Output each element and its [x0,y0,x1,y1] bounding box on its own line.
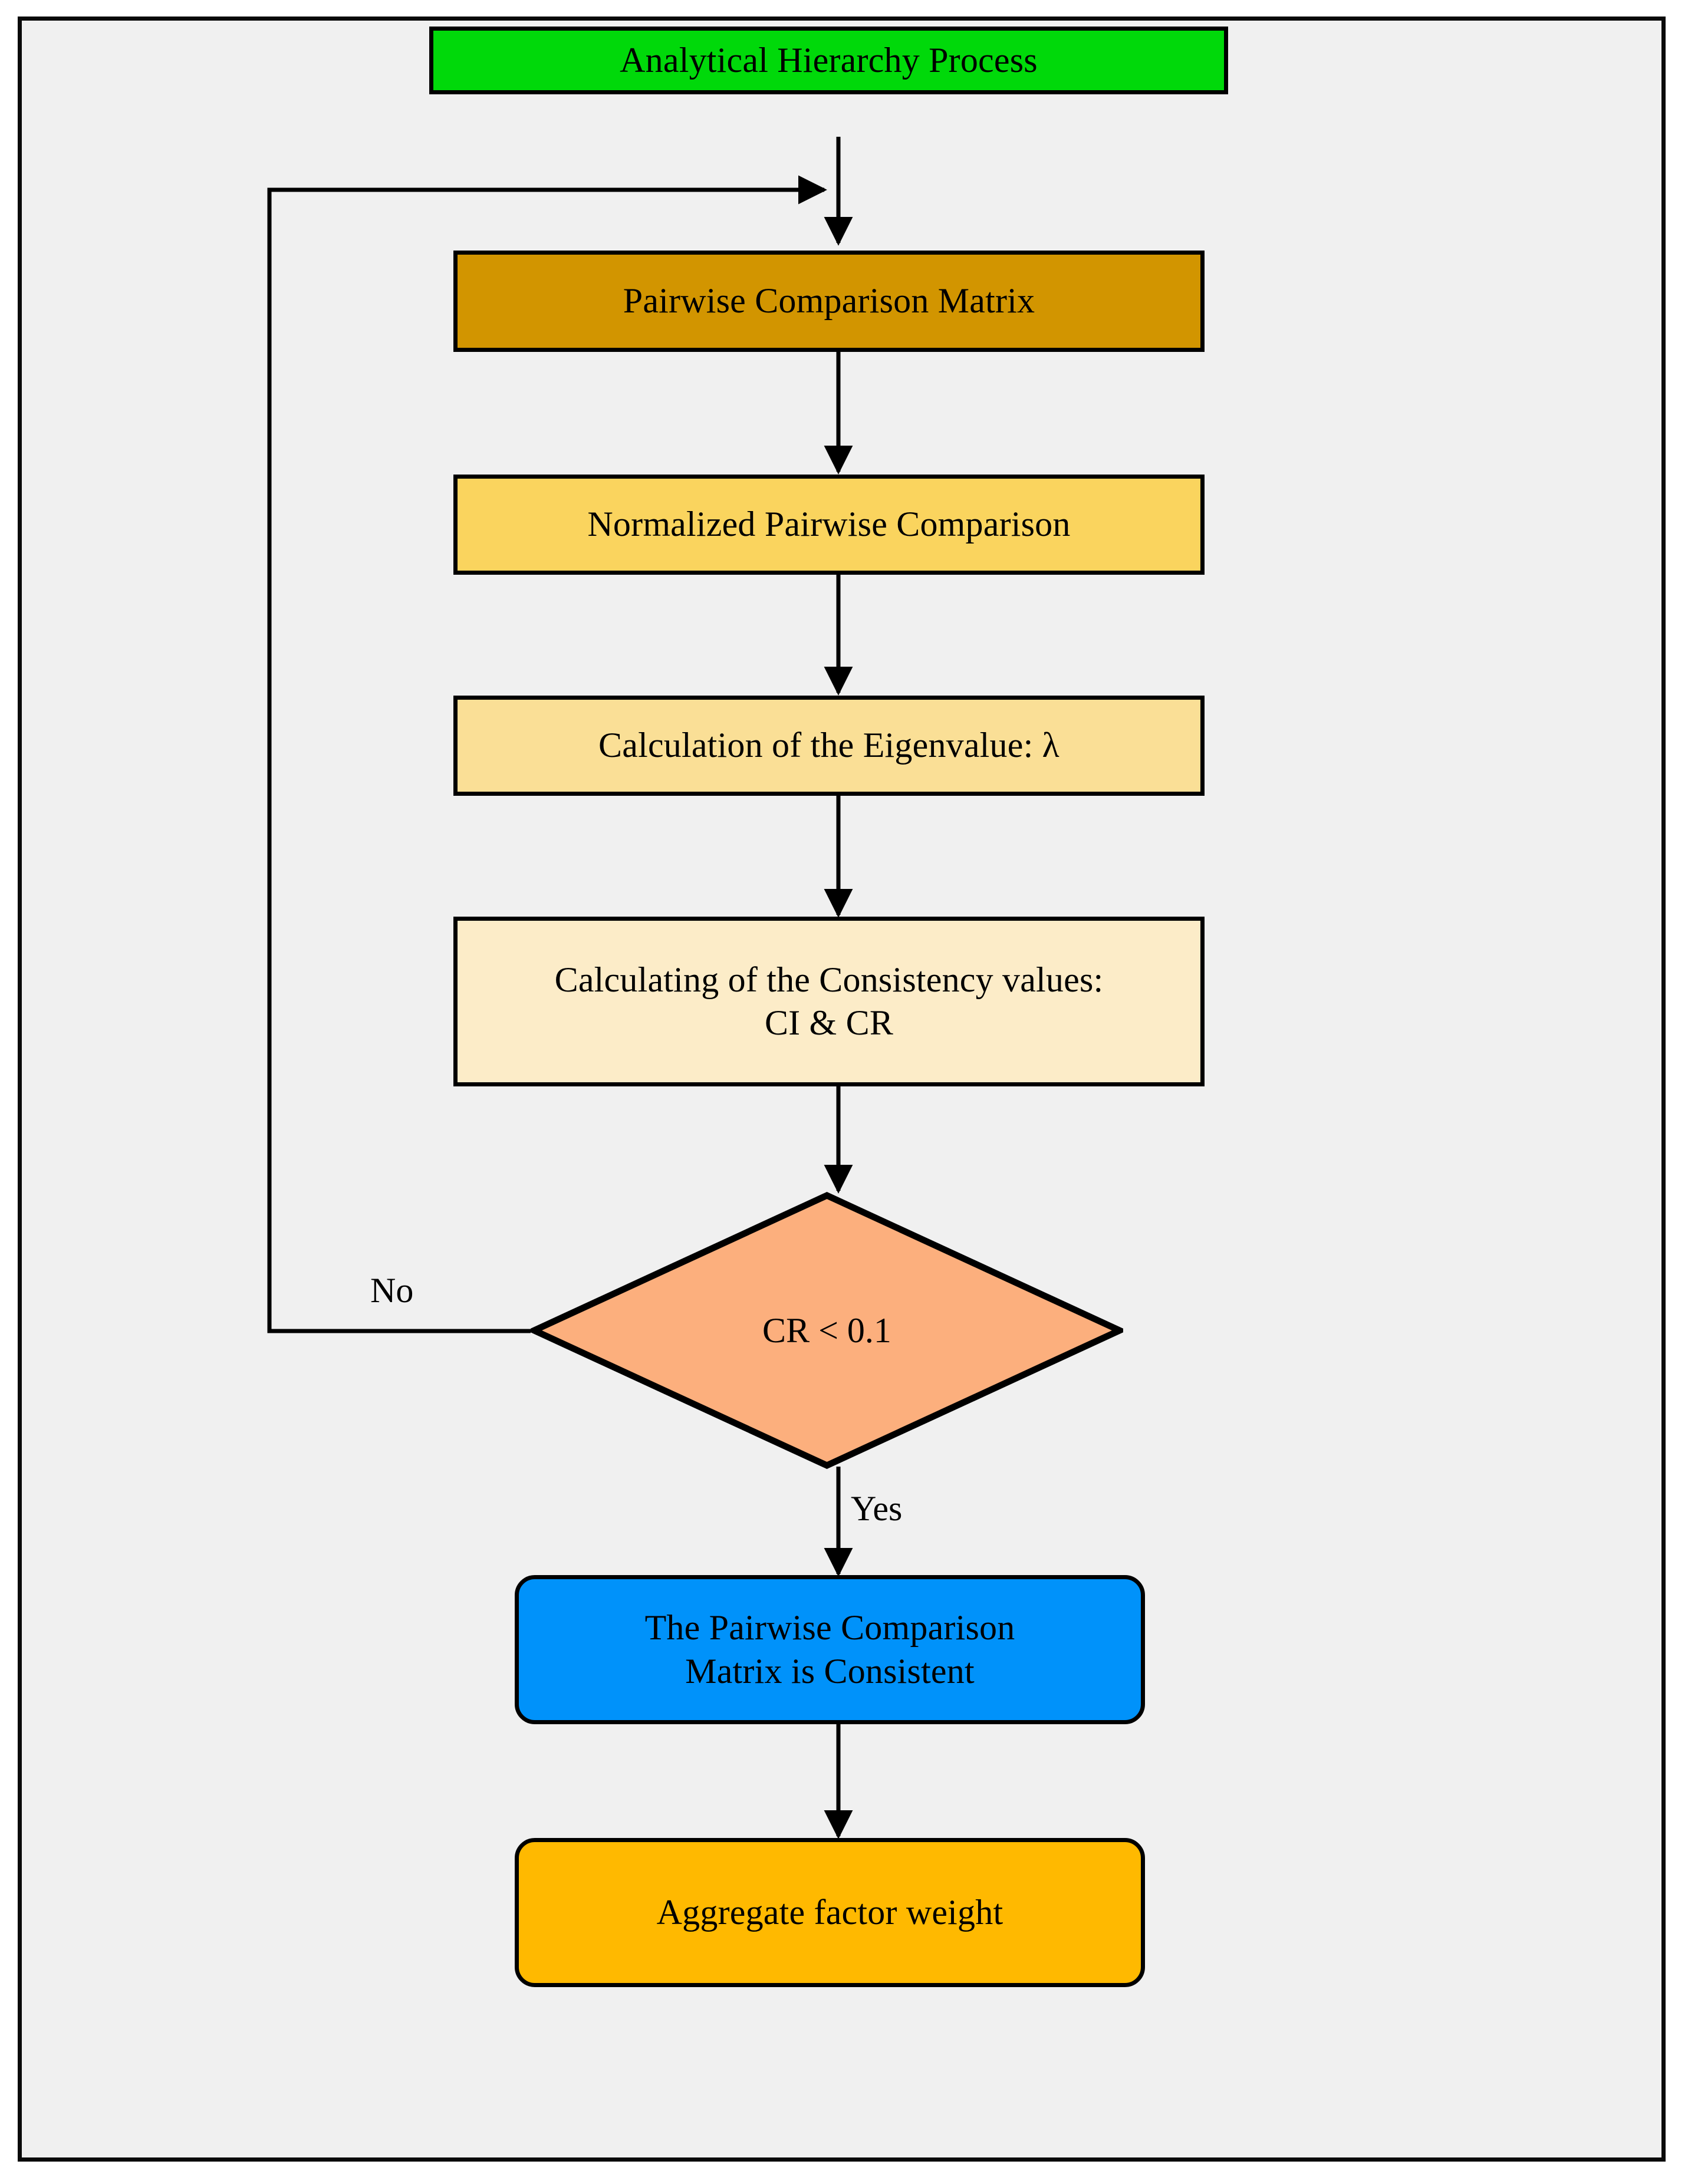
node-aggregate-factor-weight-label: Aggregate factor weight [656,1892,1003,1932]
node-consistency-calculation-line1: Calculating of the Consistency values: [554,960,1104,999]
diagram-frame [18,17,1666,2162]
node-pairwise-comparison-matrix-label: Pairwise Comparison Matrix [623,281,1035,321]
node-start[interactable]: Analytical Hierarchy Process [429,27,1228,94]
node-matrix-consistent-line2: Matrix is Consistent [685,1651,975,1691]
node-matrix-consistent[interactable]: The Pairwise Comparison Matrix is Consis… [515,1575,1145,1724]
node-consistency-calculation-line2: CI & CR [764,1003,894,1042]
node-decision-cr[interactable]: CR < 0.1 [531,1192,1123,1469]
node-pairwise-comparison-matrix[interactable]: Pairwise Comparison Matrix [453,251,1205,352]
node-normalized-pairwise-comparison[interactable]: Normalized Pairwise Comparison [453,475,1205,575]
node-eigenvalue-calculation[interactable]: Calculation of the Eigenvalue: λ [453,696,1205,796]
node-aggregate-factor-weight[interactable]: Aggregate factor weight [515,1838,1145,1987]
node-consistency-calculation[interactable]: Calculating of the Consistency values: C… [453,917,1205,1086]
edge-decision-to-pairwise-feedback [267,175,827,1333]
node-decision-cr-label: CR < 0.1 [762,1310,891,1350]
node-start-label: Analytical Hierarchy Process [620,40,1038,80]
edge-label-no: No [370,1270,413,1311]
node-normalized-pairwise-comparison-label: Normalized Pairwise Comparison [587,505,1071,544]
edge-label-no-text: No [370,1271,414,1310]
node-matrix-consistent-line1: The Pairwise Comparison [644,1608,1015,1648]
decision-diamond-shape [531,1192,1123,1469]
edge-label-yes-text: Yes [851,1489,903,1528]
node-eigenvalue-calculation-label: Calculation of the Eigenvalue: λ [598,726,1059,765]
edge-label-yes: Yes [851,1488,902,1529]
